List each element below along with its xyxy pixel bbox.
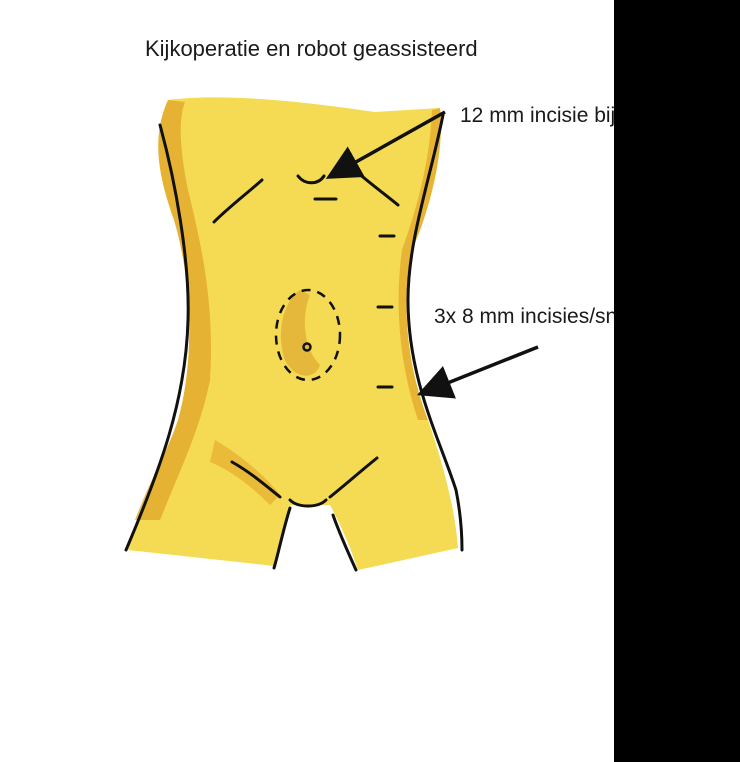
arrow-to-side-incisions	[430, 347, 538, 390]
black-mask-panel	[614, 0, 740, 762]
